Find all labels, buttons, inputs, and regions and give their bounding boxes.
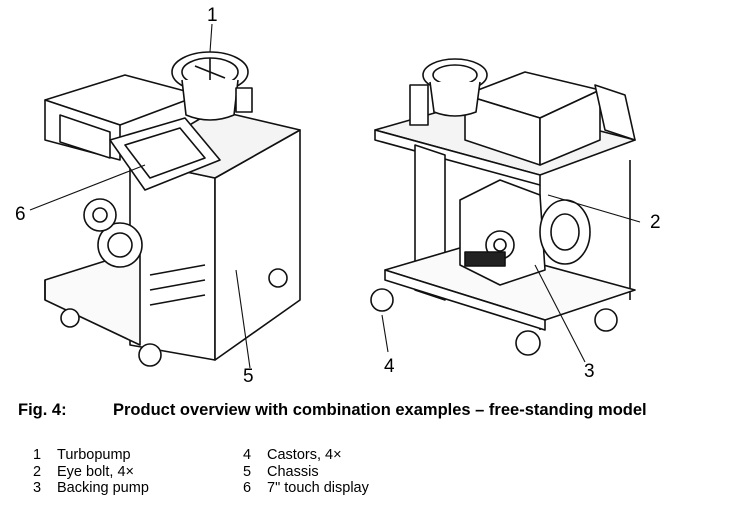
- figure-title: Product overview with combination exampl…: [113, 401, 647, 419]
- legend-number: 6: [243, 480, 252, 496]
- callout-3: 3: [584, 361, 595, 382]
- right-unit-drawing: [370, 58, 641, 363]
- callout-1: 1: [207, 5, 218, 26]
- legend-label: Chassis: [267, 463, 319, 480]
- legend-number: 3: [33, 480, 42, 496]
- callout-6: 6: [15, 204, 26, 225]
- callout-5: 5: [243, 366, 254, 387]
- legend-number: 4: [243, 447, 252, 463]
- legend-label: Backing pump: [57, 480, 149, 496]
- legend-label: Turbopump: [57, 447, 131, 463]
- legend-label: Eye bolt, 4×: [57, 463, 134, 480]
- product-illustration: 1 2 3 4 5 6: [15, 5, 661, 387]
- legend-label: Castors, 4×: [267, 447, 342, 463]
- figure-caption: Fig. 4: Product overview with combinatio…: [18, 401, 718, 425]
- figure-number: Fig. 4:: [18, 401, 67, 419]
- legend-number: 5: [243, 463, 252, 480]
- callout-2: 2: [650, 212, 661, 233]
- legend-number: 2: [33, 463, 42, 480]
- left-unit-drawing: [29, 23, 301, 369]
- legend-number: 1: [33, 447, 42, 463]
- callout-4: 4: [384, 356, 395, 377]
- legend-label: 7" touch display: [267, 480, 369, 496]
